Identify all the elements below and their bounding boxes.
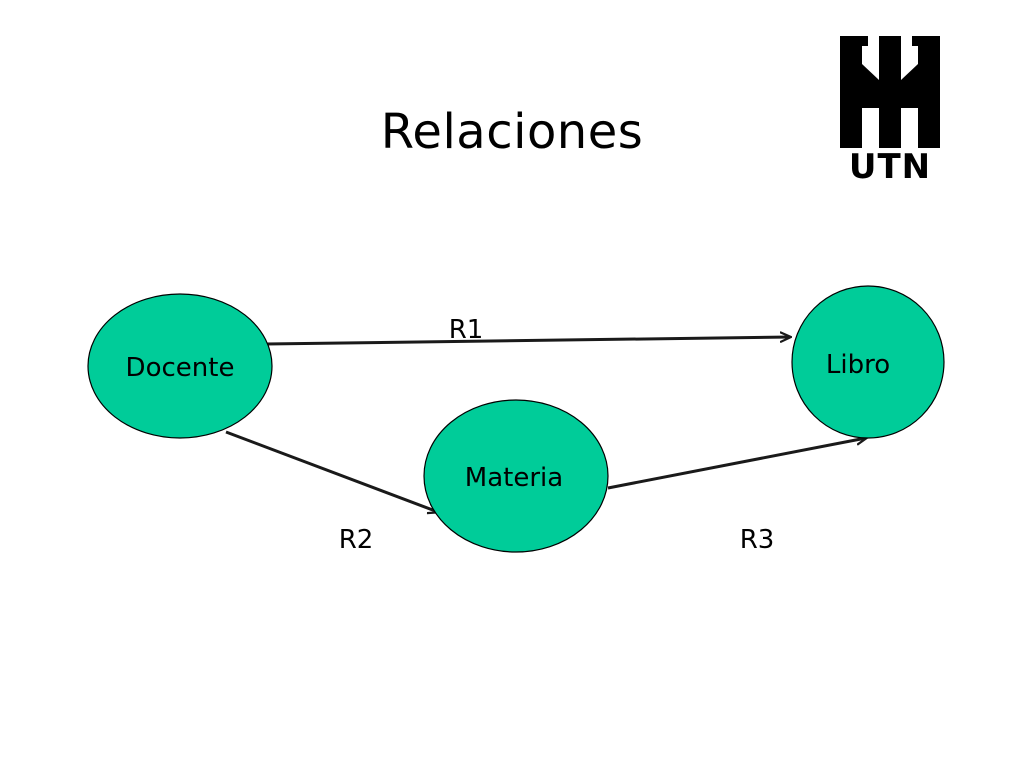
utn-logo-text: UTN	[848, 147, 932, 187]
edge-r1-label: R1	[449, 315, 484, 345]
node-libro: Libro	[791, 285, 945, 439]
node-materia: Materia	[423, 399, 609, 553]
slide-title: Relaciones	[380, 104, 644, 160]
edge-r2-label: R2	[339, 525, 374, 555]
node-docente: Docente	[87, 293, 273, 439]
utn-logo: UTN	[832, 34, 948, 186]
edge-r3	[607, 438, 866, 490]
edge-r1	[265, 337, 790, 346]
node-docente-label: Docente	[126, 353, 235, 383]
edge-r3-label: R3	[740, 525, 775, 555]
edge-r2	[225, 430, 438, 512]
node-materia-label: Materia	[465, 463, 563, 493]
utn-emblem-icon	[840, 36, 940, 148]
node-libro-label: Libro	[826, 350, 890, 380]
